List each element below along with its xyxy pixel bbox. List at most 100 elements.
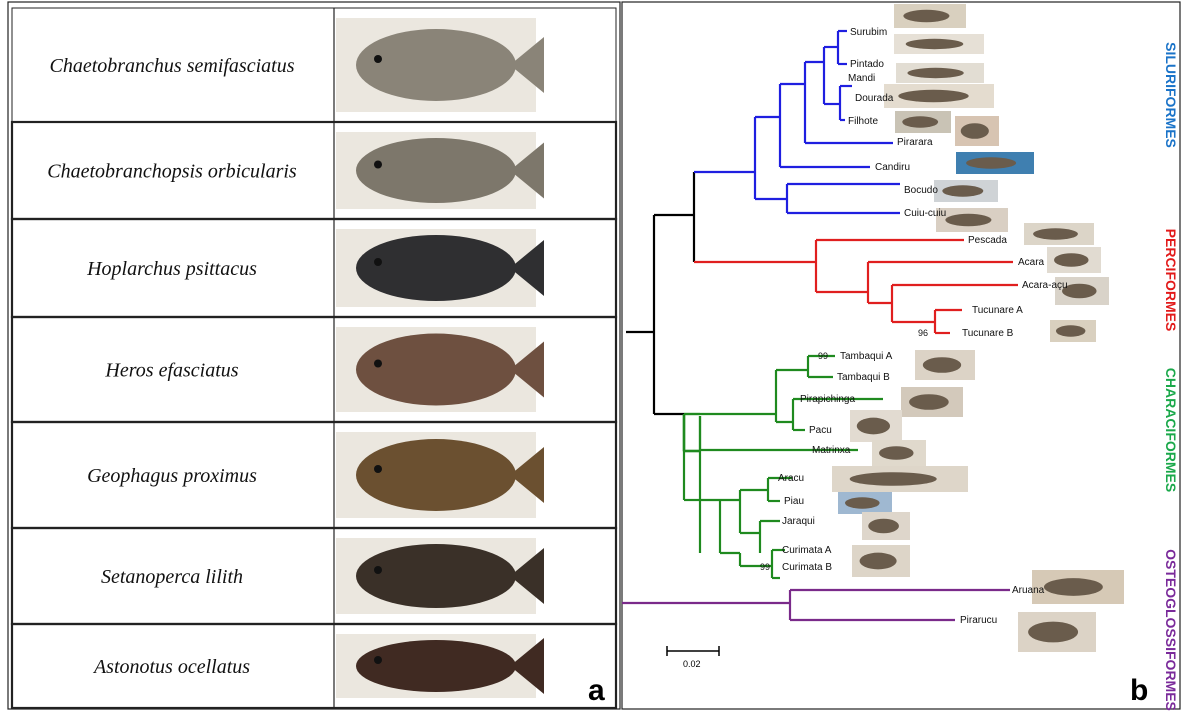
fish-body	[356, 235, 516, 301]
taxon-label: Tucunare A	[972, 305, 1023, 316]
fish-photo	[336, 634, 544, 698]
taxon-label: Jaraqui	[782, 516, 815, 527]
taxon-label: Candiru	[875, 162, 910, 173]
taxon-label: Tambaqui A	[840, 351, 893, 362]
fish-thumbnail	[894, 4, 966, 28]
fish-body	[850, 472, 937, 486]
bootstrap-value: 99	[818, 351, 828, 361]
fish-photo	[336, 18, 544, 112]
fish-thumbnail	[894, 34, 984, 54]
species-name: Chaetobranchopsis orbicularis	[47, 161, 297, 183]
fish-eye	[374, 465, 382, 473]
fish-thumbnail	[915, 350, 975, 380]
species-name: Hoplarchus psittacus	[86, 258, 257, 280]
fish-thumbnail	[936, 208, 1008, 232]
order-labels: SILURIFORMES PERCIFORMES CHARACIFORMES OSTE…	[1163, 42, 1179, 711]
fish-body	[902, 116, 938, 127]
order-label: CHARACIFORMES	[1163, 368, 1179, 492]
species-name: Heros efasciatus	[104, 360, 238, 382]
fish-body	[356, 138, 516, 203]
order-label: OSTEOGLOSSIFORMES	[1163, 549, 1179, 711]
taxon-label: Aracu	[778, 473, 804, 484]
taxon-label: Pescada	[968, 235, 1007, 246]
fish-body	[909, 394, 949, 410]
taxon-label: Aruana	[1012, 585, 1045, 596]
fish-body	[906, 39, 964, 49]
fish-body	[898, 90, 968, 102]
fish-body	[1033, 228, 1078, 239]
fish-thumbnail	[1047, 247, 1101, 273]
species-name: Geophagus proximus	[87, 465, 257, 487]
fish-body	[942, 185, 983, 196]
order-label: SILURIFORMES	[1163, 42, 1179, 148]
fish-body	[356, 544, 516, 608]
fish-thumbnail	[956, 152, 1034, 174]
fish-body	[857, 418, 890, 435]
fish-thumbnail	[884, 84, 994, 108]
fish-eye	[374, 161, 382, 169]
fish-photo	[336, 229, 544, 307]
fish-body	[1054, 253, 1089, 267]
fish-eye	[374, 360, 382, 368]
taxon-label: Bocudo	[904, 185, 938, 196]
fish-body	[923, 357, 961, 373]
fish-body	[1044, 578, 1103, 596]
species-name: Astonotus ocellatus	[92, 656, 250, 678]
taxon-label: Pirapichinga	[800, 394, 855, 405]
fish-thumbnail	[852, 545, 910, 577]
fish-photo	[336, 132, 544, 209]
fish-body	[356, 29, 516, 101]
fish-body	[1056, 325, 1085, 336]
fish-thumbnail	[896, 63, 984, 83]
taxon-label: Pintado	[850, 59, 884, 70]
species-name: Setanoperca lilith	[101, 566, 243, 588]
fish-thumbnail	[832, 466, 968, 492]
fish-body	[961, 123, 989, 139]
fish-eye	[374, 55, 382, 63]
bootstrap-value: 96	[918, 328, 928, 338]
fish-body	[356, 334, 516, 406]
taxon-label: Pirarara	[897, 137, 933, 148]
fish-eye	[374, 656, 382, 664]
fish-eye	[374, 566, 382, 574]
fish-body	[356, 439, 516, 511]
fish-body	[845, 497, 880, 508]
panel-b-label: b	[1130, 674, 1148, 707]
fish-body	[860, 553, 897, 570]
fish-thumbnail	[862, 512, 910, 540]
fish-body	[1028, 622, 1078, 643]
taxon-label: Curimata A	[782, 545, 832, 556]
species-name: Chaetobranchus semifasciatus	[50, 55, 295, 77]
taxon-label: Acara	[1018, 257, 1045, 268]
fish-thumbnail	[838, 492, 892, 514]
taxon-label: Pacu	[809, 425, 832, 436]
fish-body	[879, 446, 914, 460]
fish-thumbnail	[1032, 570, 1124, 604]
taxon-label: Acara-açu	[1022, 280, 1068, 291]
fish-body	[966, 157, 1016, 168]
taxon-label: Surubim	[850, 27, 887, 38]
fish-thumbnail	[901, 387, 963, 417]
taxon-label: Curimata B	[782, 562, 832, 573]
taxon-label: Matrinxa	[812, 445, 851, 456]
fish-thumbnail	[895, 111, 951, 133]
order-label: PERCIFORMES	[1163, 229, 1179, 332]
taxon-label: Piau	[784, 496, 804, 507]
fish-thumbnail	[850, 410, 902, 442]
fish-thumbnail	[955, 116, 999, 146]
fish-thumbnail	[1018, 612, 1096, 652]
fish-body	[868, 519, 899, 534]
fish-body	[945, 214, 991, 226]
fish-photo	[336, 327, 544, 412]
taxon-label: Tucunare B	[962, 328, 1014, 339]
panel-a-label: a	[588, 674, 605, 707]
fish-body	[356, 640, 516, 692]
taxon-label: Tambaqui B	[837, 372, 890, 383]
taxon-label: Pirarucu	[960, 615, 997, 626]
fish-thumbnail	[872, 440, 926, 466]
taxon-label: Cuiu-cuiu	[904, 208, 946, 219]
fish-thumbnail	[1050, 320, 1096, 342]
fish-thumbnail	[1024, 223, 1094, 245]
fish-eye	[374, 258, 382, 266]
